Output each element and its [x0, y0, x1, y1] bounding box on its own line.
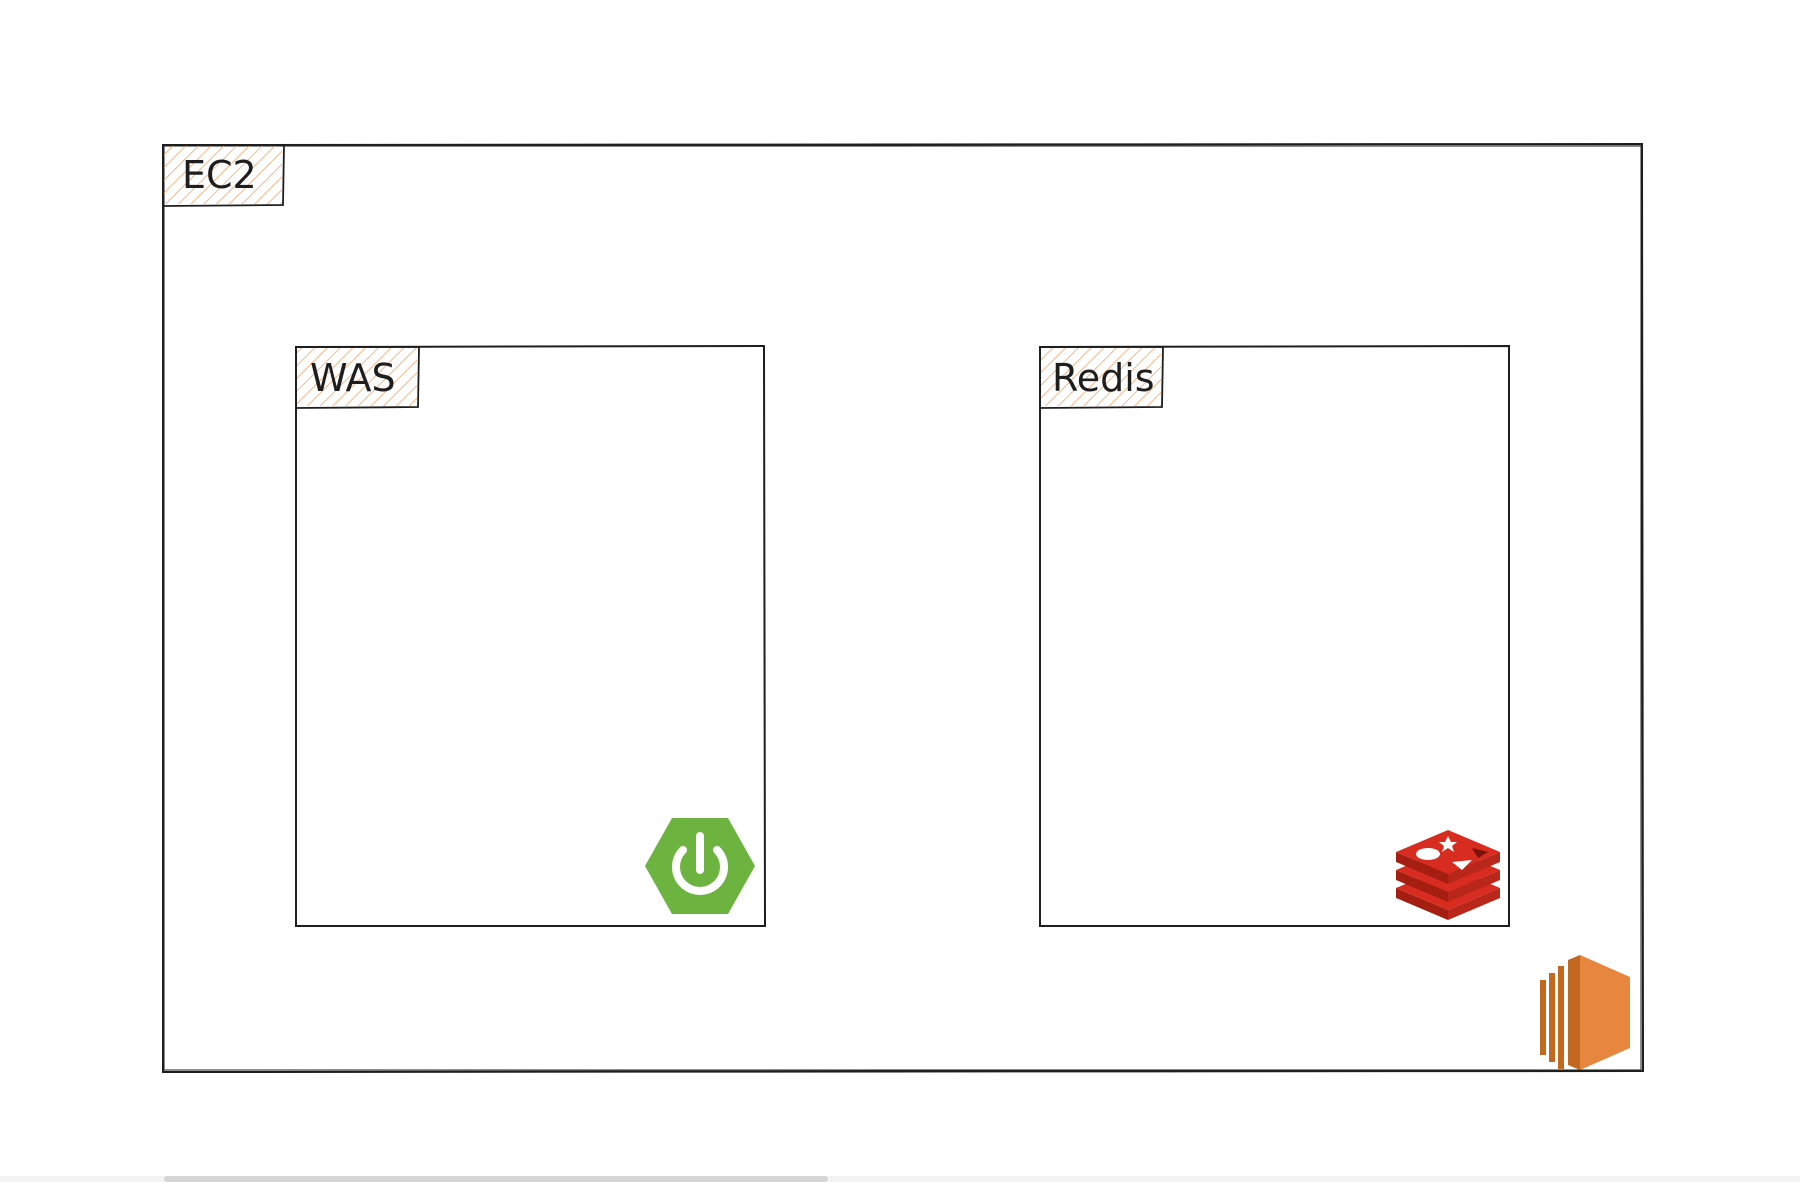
redis-icon: [1396, 830, 1500, 920]
was-label: WAS: [310, 356, 396, 400]
aws-ec2-icon: [1540, 955, 1630, 1070]
ec2-label-tag: EC2: [162, 144, 285, 207]
redis-label: Redis: [1052, 356, 1155, 400]
was-label-tag: WAS: [295, 346, 420, 409]
was-container[interactable]: WAS: [295, 344, 767, 927]
horizontal-scrollbar-thumb[interactable]: [164, 1176, 828, 1182]
ec2-container[interactable]: EC2: [162, 142, 1645, 1074]
redis-container[interactable]: Redis: [1039, 344, 1510, 927]
horizontal-scrollbar-track[interactable]: [0, 1176, 1800, 1182]
redis-label-tag: Redis: [1039, 346, 1164, 409]
spring-boot-icon: [645, 818, 755, 914]
ec2-label: EC2: [182, 153, 257, 197]
